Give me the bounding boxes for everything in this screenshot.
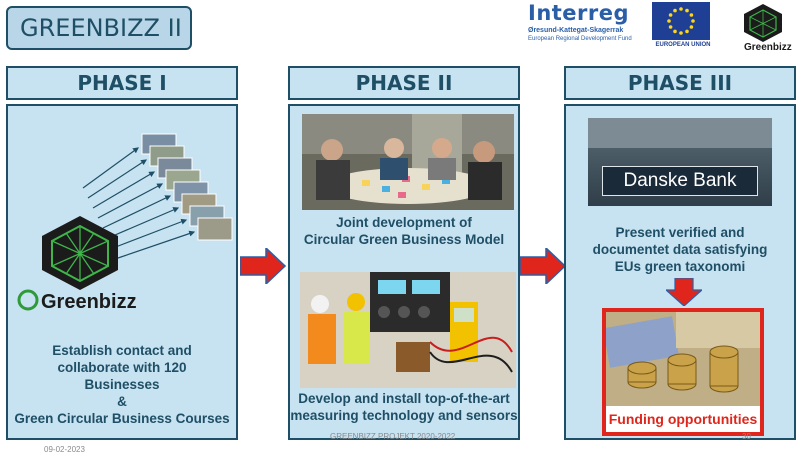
coins-and-bills-image bbox=[606, 312, 760, 406]
phase-1-line: Businesses bbox=[84, 377, 160, 392]
phase-2-bottom-line: measuring technology and sensors bbox=[290, 408, 518, 423]
arrow-right-icon bbox=[520, 248, 566, 284]
phase-3-line: Present verified and bbox=[615, 225, 745, 240]
arrow-right-icon bbox=[240, 248, 286, 284]
business-photos-stack bbox=[82, 133, 233, 259]
danske-bank-photo: Danske Bank bbox=[588, 118, 772, 206]
phase-2-top-line: Joint development of bbox=[336, 215, 472, 230]
eu-logo: EUROPEAN UNION bbox=[652, 2, 714, 50]
greenbizz-logo-small: Greenbizz bbox=[730, 2, 796, 53]
footer-project: GREENBIZZ PROJEKT 2020-2022 bbox=[330, 432, 456, 441]
greenbizz-small-wordmark: Greenbizz bbox=[744, 42, 792, 52]
funding-label: Funding opportunities bbox=[606, 406, 760, 432]
phase-2-header: PHASE II bbox=[288, 66, 520, 100]
funding-photo: Funding opportunities bbox=[602, 308, 764, 436]
phase-2-bottom-line: Develop and install top-of-the-art bbox=[298, 391, 510, 406]
phase-2-top-line: Circular Green Business Model bbox=[303, 232, 505, 247]
arrow-down-icon bbox=[666, 278, 702, 306]
phase-1-line: collaborate with 120 bbox=[57, 360, 187, 375]
phase-3-header: PHASE III bbox=[564, 66, 796, 100]
eu-label: EUROPEAN UNION bbox=[655, 42, 711, 48]
phase-3-line: documentet data satisfying bbox=[592, 242, 768, 257]
footer-page-number: 30 bbox=[742, 432, 751, 441]
eu-flag-icon bbox=[652, 2, 710, 40]
phase-1-header: PHASE I bbox=[6, 66, 238, 100]
phase-1-panel: Greenbizz Establish contact and collabor… bbox=[6, 104, 238, 440]
interreg-fund: European Regional Development Fund bbox=[528, 36, 632, 42]
interreg-region: Øresund-Kattegat-Skagerrak bbox=[528, 27, 624, 34]
phase-1-line: & bbox=[117, 394, 127, 409]
greenbizz-large-wordmark: Greenbizz bbox=[41, 291, 137, 313]
footer-date: 09-02-2023 bbox=[44, 445, 85, 453]
phase-2-top-text: Joint development of Circular Green Busi… bbox=[290, 214, 518, 248]
phase-1-line: Establish contact and bbox=[52, 343, 192, 358]
phase-2-panel: Joint development of Circular Green Busi… bbox=[288, 104, 520, 440]
phase-1-line: Green Circular Business Courses bbox=[14, 411, 230, 426]
phase-3-panel: Danske Bank Present verified and documen… bbox=[564, 104, 796, 440]
phase-3-text: Present verified and documentet data sat… bbox=[566, 224, 794, 275]
interreg-wordmark: Interreg bbox=[528, 1, 630, 25]
meeting-photo bbox=[302, 114, 514, 210]
phase-1-text: Establish contact and collaborate with 1… bbox=[8, 342, 236, 427]
measuring-technology-photo bbox=[300, 272, 516, 388]
bank-sign: Danske Bank bbox=[623, 170, 737, 191]
phase-2-bottom-text: Develop and install top-of-the-art measu… bbox=[290, 390, 518, 424]
phase-3-line: EUs green taxonomi bbox=[614, 259, 746, 274]
greenbizz-logo-large: Greenbizz bbox=[17, 216, 137, 313]
slide-title: GREENBIZZ II bbox=[6, 6, 192, 50]
interreg-logo: Interreg Øresund-Kattegat-Skagerrak Euro… bbox=[528, 2, 650, 50]
